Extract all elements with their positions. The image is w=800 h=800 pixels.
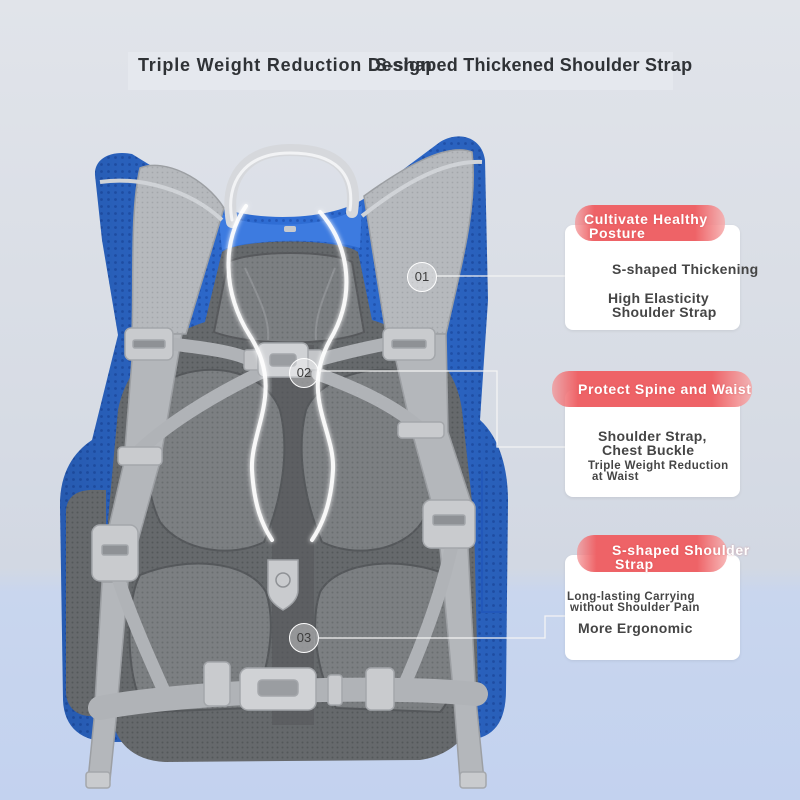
back-panel-badge (267, 559, 299, 611)
marker-02: 02 (289, 358, 319, 388)
title-band (128, 52, 673, 90)
callout-tag-shoulder: S-shaped Shoulder Strap (577, 535, 749, 572)
left-reflective-piping (99, 178, 224, 222)
chest-strap-right (311, 337, 393, 367)
chest-adjuster-right-slot (391, 339, 427, 349)
tag-line: Protect Spine and Waist (578, 381, 752, 397)
card-line: More Ergonomic (578, 620, 693, 636)
card-line: High Elasticity (608, 290, 709, 306)
card-line: without Shoulder Pain (570, 602, 700, 614)
tag-line: Cultivate Healthy (584, 211, 708, 227)
zipper-pull (284, 226, 296, 232)
load-strap-left (133, 365, 269, 457)
lower-strap-right (395, 538, 459, 697)
left-lumbar-pad (128, 562, 272, 714)
marker-01: 01 (407, 262, 437, 292)
tag-line: Strap (615, 556, 654, 572)
tag-line: Posture (589, 225, 646, 241)
card-line: Triple Weight Reduction (588, 460, 729, 472)
load-strap-right (311, 367, 427, 435)
right-reflective-piping (360, 159, 483, 218)
card-line: at Waist (592, 471, 639, 483)
lower-strap-left (111, 571, 175, 707)
callout-card-spine: Shoulder Strap, Chest Buckle Triple Weig… (565, 390, 740, 497)
card-line: S-shaped Thickening (612, 261, 759, 277)
card-line: Long-lasting Carrying (567, 591, 695, 603)
connector-line-03 (319, 615, 566, 639)
right-strap-slider (397, 421, 445, 439)
waist-buckle-slot (257, 679, 299, 697)
waist-keeper (327, 674, 343, 706)
waist-adjuster-right (365, 667, 395, 711)
left-lower-buckle-slot (101, 544, 129, 556)
upper-pad-ridge (244, 267, 336, 341)
callout-tag-spine: Protect Spine and Waist (552, 371, 752, 407)
right-strap-end-tab (459, 771, 487, 789)
connector-line-02 (319, 370, 566, 448)
tag-line: S-shaped Shoulder (612, 542, 750, 558)
marker-03: 03 (289, 623, 319, 653)
chest-adjuster-left-slot (132, 339, 166, 349)
callout-card-shoulder: Long-lasting Carrying without Shoulder P… (565, 555, 740, 660)
s-curve-right (310, 210, 349, 542)
right-side-pocket-seam (481, 470, 506, 613)
callout-card-posture: S-shaped Thickening High Elasticity Shou… (565, 225, 758, 330)
title-text-b: S-shaped Thickened Shoulder Strap (375, 55, 693, 75)
card-line: Chest Buckle (602, 442, 695, 458)
top-handle-highlight (229, 151, 353, 222)
title-text-a: Triple Weight Reduction Design (138, 55, 433, 75)
left-strap-end-tab (85, 771, 111, 789)
callout-tag-posture: Cultivate Healthy Posture (575, 205, 725, 241)
right-lower-buckle-slot (432, 514, 466, 526)
left-strap-slider (117, 446, 163, 466)
badge-emblem (275, 572, 291, 588)
card-line: Shoulder Strap, (598, 428, 707, 444)
s-curve-left (226, 204, 274, 542)
waist-adjuster-left (203, 661, 231, 707)
card-line: Shoulder Strap (612, 304, 717, 320)
upper-back-pad (212, 252, 366, 344)
